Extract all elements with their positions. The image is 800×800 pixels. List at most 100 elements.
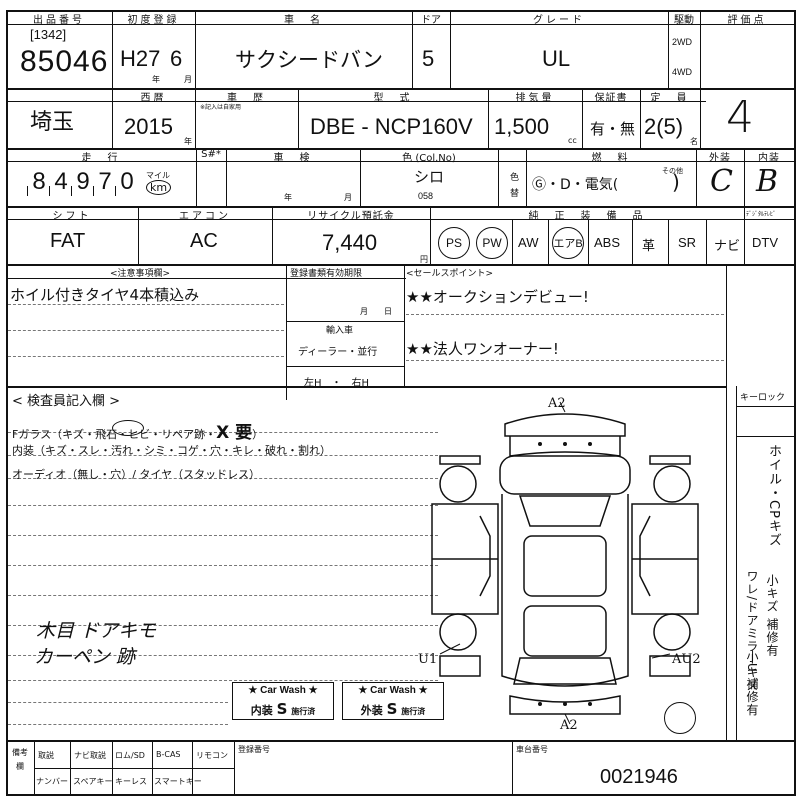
interior-grade: B xyxy=(756,164,779,199)
car-wash-status: 施行済 xyxy=(291,707,316,716)
warranty-value: 有・無 xyxy=(590,120,636,138)
mileage-digit: 8 xyxy=(32,168,46,195)
exterior-label: 外装 xyxy=(709,153,731,164)
item-rom: ロム/SD xyxy=(115,751,145,760)
registration-label: 登録番号 xyxy=(238,745,270,754)
equip-aw: AW xyxy=(518,235,539,250)
interior-label: 内装 xyxy=(758,153,780,164)
inspection-month-unit: 月 xyxy=(344,193,352,202)
region: 埼玉 xyxy=(30,110,75,135)
item-manual: 取説 xyxy=(38,751,54,760)
year-value-unit: 年 xyxy=(184,137,192,146)
door-count: 5 xyxy=(422,46,435,71)
grade-label: グレード xyxy=(533,15,585,26)
model-value: DBE - NCP160V xyxy=(310,114,473,139)
cc-unit: cc xyxy=(568,136,577,145)
side-note-4: 小U 補修有 xyxy=(745,650,759,717)
mark-left: U1 xyxy=(418,652,438,667)
fuel-close: ) xyxy=(672,170,680,194)
exterior-grade: C xyxy=(710,164,733,199)
grade-value: UL xyxy=(542,46,571,71)
spare-tire-circle xyxy=(664,702,696,734)
item-bcas: B-CAS xyxy=(156,750,181,759)
history-note: ※記入は自家用 xyxy=(200,104,242,111)
mileage-digit: 4 xyxy=(54,168,68,195)
equip-ps: PS xyxy=(438,227,470,259)
mark-top: A2 xyxy=(548,396,566,411)
yen-unit: 円 xyxy=(420,255,428,264)
import-value: ディーラー・並行 xyxy=(298,347,378,358)
mileage-digit: 7 xyxy=(98,168,112,195)
capacity-unit: 名 xyxy=(690,137,698,146)
key-lock-label: キーロック xyxy=(740,393,786,403)
equipment-label: 純 正 装 備 品 xyxy=(528,211,646,222)
car-wash-exterior: ★ Car Wash ★ 外装 S 施行済 xyxy=(342,682,444,720)
mileage-label: 走 行 xyxy=(81,153,121,164)
model-label: 型 式 xyxy=(373,93,413,104)
equip-dtv: DTV xyxy=(752,235,778,250)
drive-2wd: 2WD xyxy=(672,37,692,47)
ac-label: エアコン xyxy=(179,211,231,222)
inspector-line-3: オーディオ（無し・穴）/ タイヤ（スタッドレス） xyxy=(12,468,261,481)
drive-label: 駆動 xyxy=(674,15,694,26)
steering-value: 左H ・ 右H xyxy=(304,378,370,389)
lot-sub-number: [1342] xyxy=(30,27,67,42)
equip-airbag: エアB xyxy=(552,227,584,259)
warranty-label: 保証書 xyxy=(594,93,628,104)
item-navi-manual: ナビ取説 xyxy=(74,751,106,760)
equip-sr: SR xyxy=(678,235,697,250)
fuel-value: Ⓖ・D・電気( xyxy=(532,177,619,193)
car-name: サクシードバン xyxy=(235,48,384,72)
equip-abs: ABS xyxy=(594,235,621,250)
color-change-2: 替 xyxy=(510,189,520,199)
recycle-label: リサイクル預託金 xyxy=(307,211,395,222)
fuel-other: その他 xyxy=(662,167,683,175)
car-wash-title: ★ Car Wash ★ xyxy=(358,685,428,696)
import-label: 輸入車 xyxy=(326,326,354,336)
equip-leather: 革 xyxy=(642,238,656,253)
car-wash-grade: S xyxy=(386,700,398,718)
doc-day: 日 xyxy=(384,307,392,316)
shift-label: シフト xyxy=(52,211,92,222)
capacity-label: 定 員 xyxy=(650,93,690,104)
lot-label: 出品番号 xyxy=(33,15,85,26)
caution-label: <注意事項欄> xyxy=(110,269,171,279)
car-wash-area: 外装 xyxy=(360,704,383,717)
color-label: 色 (Col.No) xyxy=(402,153,456,164)
color-number: 058 xyxy=(418,191,434,201)
lot-number: 85046 xyxy=(20,45,109,78)
rating-value: 4 xyxy=(726,92,754,143)
item-remote: リモコン xyxy=(196,751,228,760)
car-wash-title: ★ Car Wash ★ xyxy=(248,685,318,696)
side-note-3: 小キズ 補修有 xyxy=(765,574,779,657)
fuel-label: 燃 料 xyxy=(591,153,631,164)
handwritten-note-1: 木目 ドアキモ xyxy=(36,620,157,642)
equip-navi: ナビ xyxy=(714,238,741,253)
year-label: 西暦 xyxy=(140,93,167,104)
inspector-title: < 検査員記入欄 > xyxy=(12,394,121,409)
mark-bottom: A2 xyxy=(560,718,578,733)
first-reg-era: H27 xyxy=(120,46,161,71)
car-diagram xyxy=(431,401,699,725)
recycle-value: 7,440 xyxy=(322,230,378,255)
item-plate: ナンバー xyxy=(36,777,68,786)
side-note-2: ワレ/ドアミラーキズ xyxy=(745,570,759,693)
glass-close: ） xyxy=(252,428,264,441)
sales-point-1: ★★オークションデビュー! xyxy=(406,288,589,306)
month-unit: 月 xyxy=(184,75,192,84)
sales-point-2: ★★法人ワンオーナー! xyxy=(406,340,559,358)
door-label: ドア xyxy=(421,15,441,26)
mileage-digit: 0 xyxy=(120,168,134,195)
history-label: 車 歴 xyxy=(227,93,266,104)
km-unit: km xyxy=(146,180,172,195)
car-wash-grade: S xyxy=(276,700,288,718)
shift-value: FAT xyxy=(50,230,86,252)
doc-month: 月 xyxy=(360,307,368,316)
remarks-label: 備考欄 xyxy=(12,748,28,771)
item-smart-key: スマートキー xyxy=(154,777,202,786)
first-reg-month: 6 xyxy=(170,46,183,71)
handwritten-note-2: カーペン 跡 xyxy=(34,646,136,668)
side-note-1: ホイル・CPキズ xyxy=(766,444,781,547)
first-reg-label: 初度登録 xyxy=(127,15,180,26)
